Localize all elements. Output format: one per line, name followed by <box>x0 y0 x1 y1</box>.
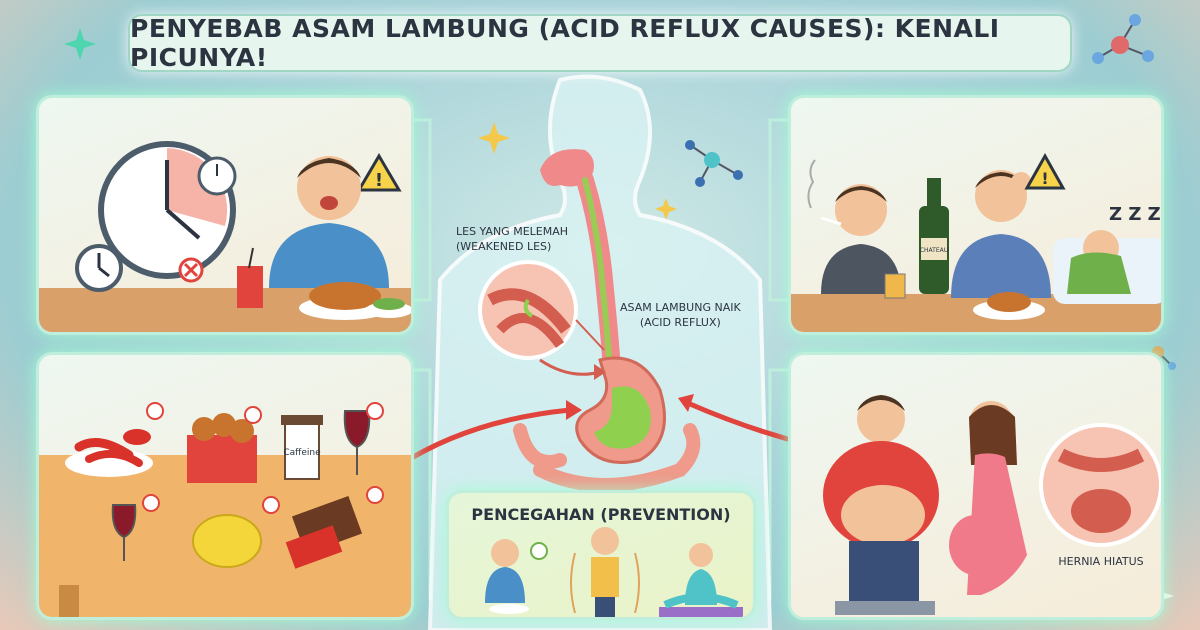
fried-chicken-box <box>187 413 257 483</box>
reflux-label-line2: (ACID REFLUX) <box>639 316 721 329</box>
stomach-acid <box>594 386 651 449</box>
man-eating-figure <box>269 156 389 288</box>
intestines <box>513 423 701 492</box>
sleep-zzz: Z Z Z <box>1109 204 1161 225</box>
acid-rising <box>582 177 613 373</box>
hernia-label: HERNIA HIATUS <box>1058 555 1143 568</box>
molecule-icon-center <box>685 140 743 187</box>
soda-cup <box>237 247 263 308</box>
wine-glass <box>343 410 371 475</box>
eating-habits-illustration: ! <box>39 141 411 332</box>
panel-abdominal-pressure: HERNIA HIATUS <box>788 352 1164 620</box>
man-eating-healthy <box>485 539 548 614</box>
chili-plate <box>65 429 153 477</box>
headache-man <box>951 170 1051 298</box>
salad-plate <box>365 298 411 318</box>
panel-trigger-foods: Caffeine <box>36 352 414 620</box>
reflux-label-line1: ASAM LAMBUNG NAIK <box>620 301 741 314</box>
svg-text:!: ! <box>375 170 383 191</box>
hernia-zoom-circle <box>1039 423 1161 547</box>
no-icon <box>178 257 204 283</box>
overweight-man <box>823 395 939 615</box>
sleeping-man <box>1053 230 1161 304</box>
sparkle-icon <box>64 28 96 60</box>
warning-icon: ! <box>1024 152 1066 190</box>
chocolate-bar <box>285 495 363 569</box>
les-label: LES YANG MELEMAH (WEAKENED LES) <box>456 224 568 254</box>
woman-meditating <box>659 543 743 617</box>
trigger-foods-illustration: Caffeine <box>39 402 411 617</box>
smoking-man <box>807 159 901 294</box>
warning-icon: ! <box>356 153 402 192</box>
reflux-label: ASAM LAMBUNG NAIK (ACID REFLUX) <box>620 300 741 330</box>
wine-bottle-label: CHATEAU <box>920 247 948 254</box>
page-title: PENYEBAB ASAM LAMBUNG (ACID REFLUX CAUSE… <box>130 14 1000 72</box>
panel-eating-habits: ! <box>36 95 414 335</box>
small-clock-icon <box>197 156 237 196</box>
coffee-cup-label: Caffeine <box>283 448 321 458</box>
lemon <box>192 514 262 568</box>
whiskey-glass <box>884 273 906 299</box>
prevention-illustration <box>485 527 743 617</box>
panel-prevention: PENCEGAHAN (PREVENTION) <box>446 490 756 620</box>
prevention-title: PENCEGAHAN (PREVENTION) <box>471 505 731 524</box>
panel-lifestyle: CHATEAU ! Z Z Z <box>788 95 1164 335</box>
alarm-clock-icon <box>75 244 123 292</box>
lifestyle-illustration: CHATEAU ! Z Z Z <box>791 152 1161 332</box>
svg-text:!: ! <box>1041 169 1048 188</box>
pregnant-woman <box>949 401 1027 595</box>
no-icon-group <box>142 402 384 514</box>
coffee-cup: Caffeine <box>281 415 323 480</box>
wine-glass-small <box>111 504 137 561</box>
sparkle-icon-gold <box>478 122 677 220</box>
les-label-line2: (WEAKENED LES) <box>456 240 552 253</box>
pasta-plate <box>299 282 391 320</box>
title-banner: PENYEBAB ASAM LAMBUNG (ACID REFLUX CAUSE… <box>128 14 1072 72</box>
abdominal-pressure-illustration: HERNIA HIATUS <box>823 395 1161 615</box>
wine-bottle: CHATEAU <box>919 178 949 294</box>
fried-chicken-plate <box>973 292 1045 320</box>
molecule-icon <box>1092 14 1154 64</box>
arrow-left <box>398 407 571 468</box>
les-label-line1: LES YANG MELEMAH <box>456 225 569 238</box>
man-standing <box>570 527 640 617</box>
